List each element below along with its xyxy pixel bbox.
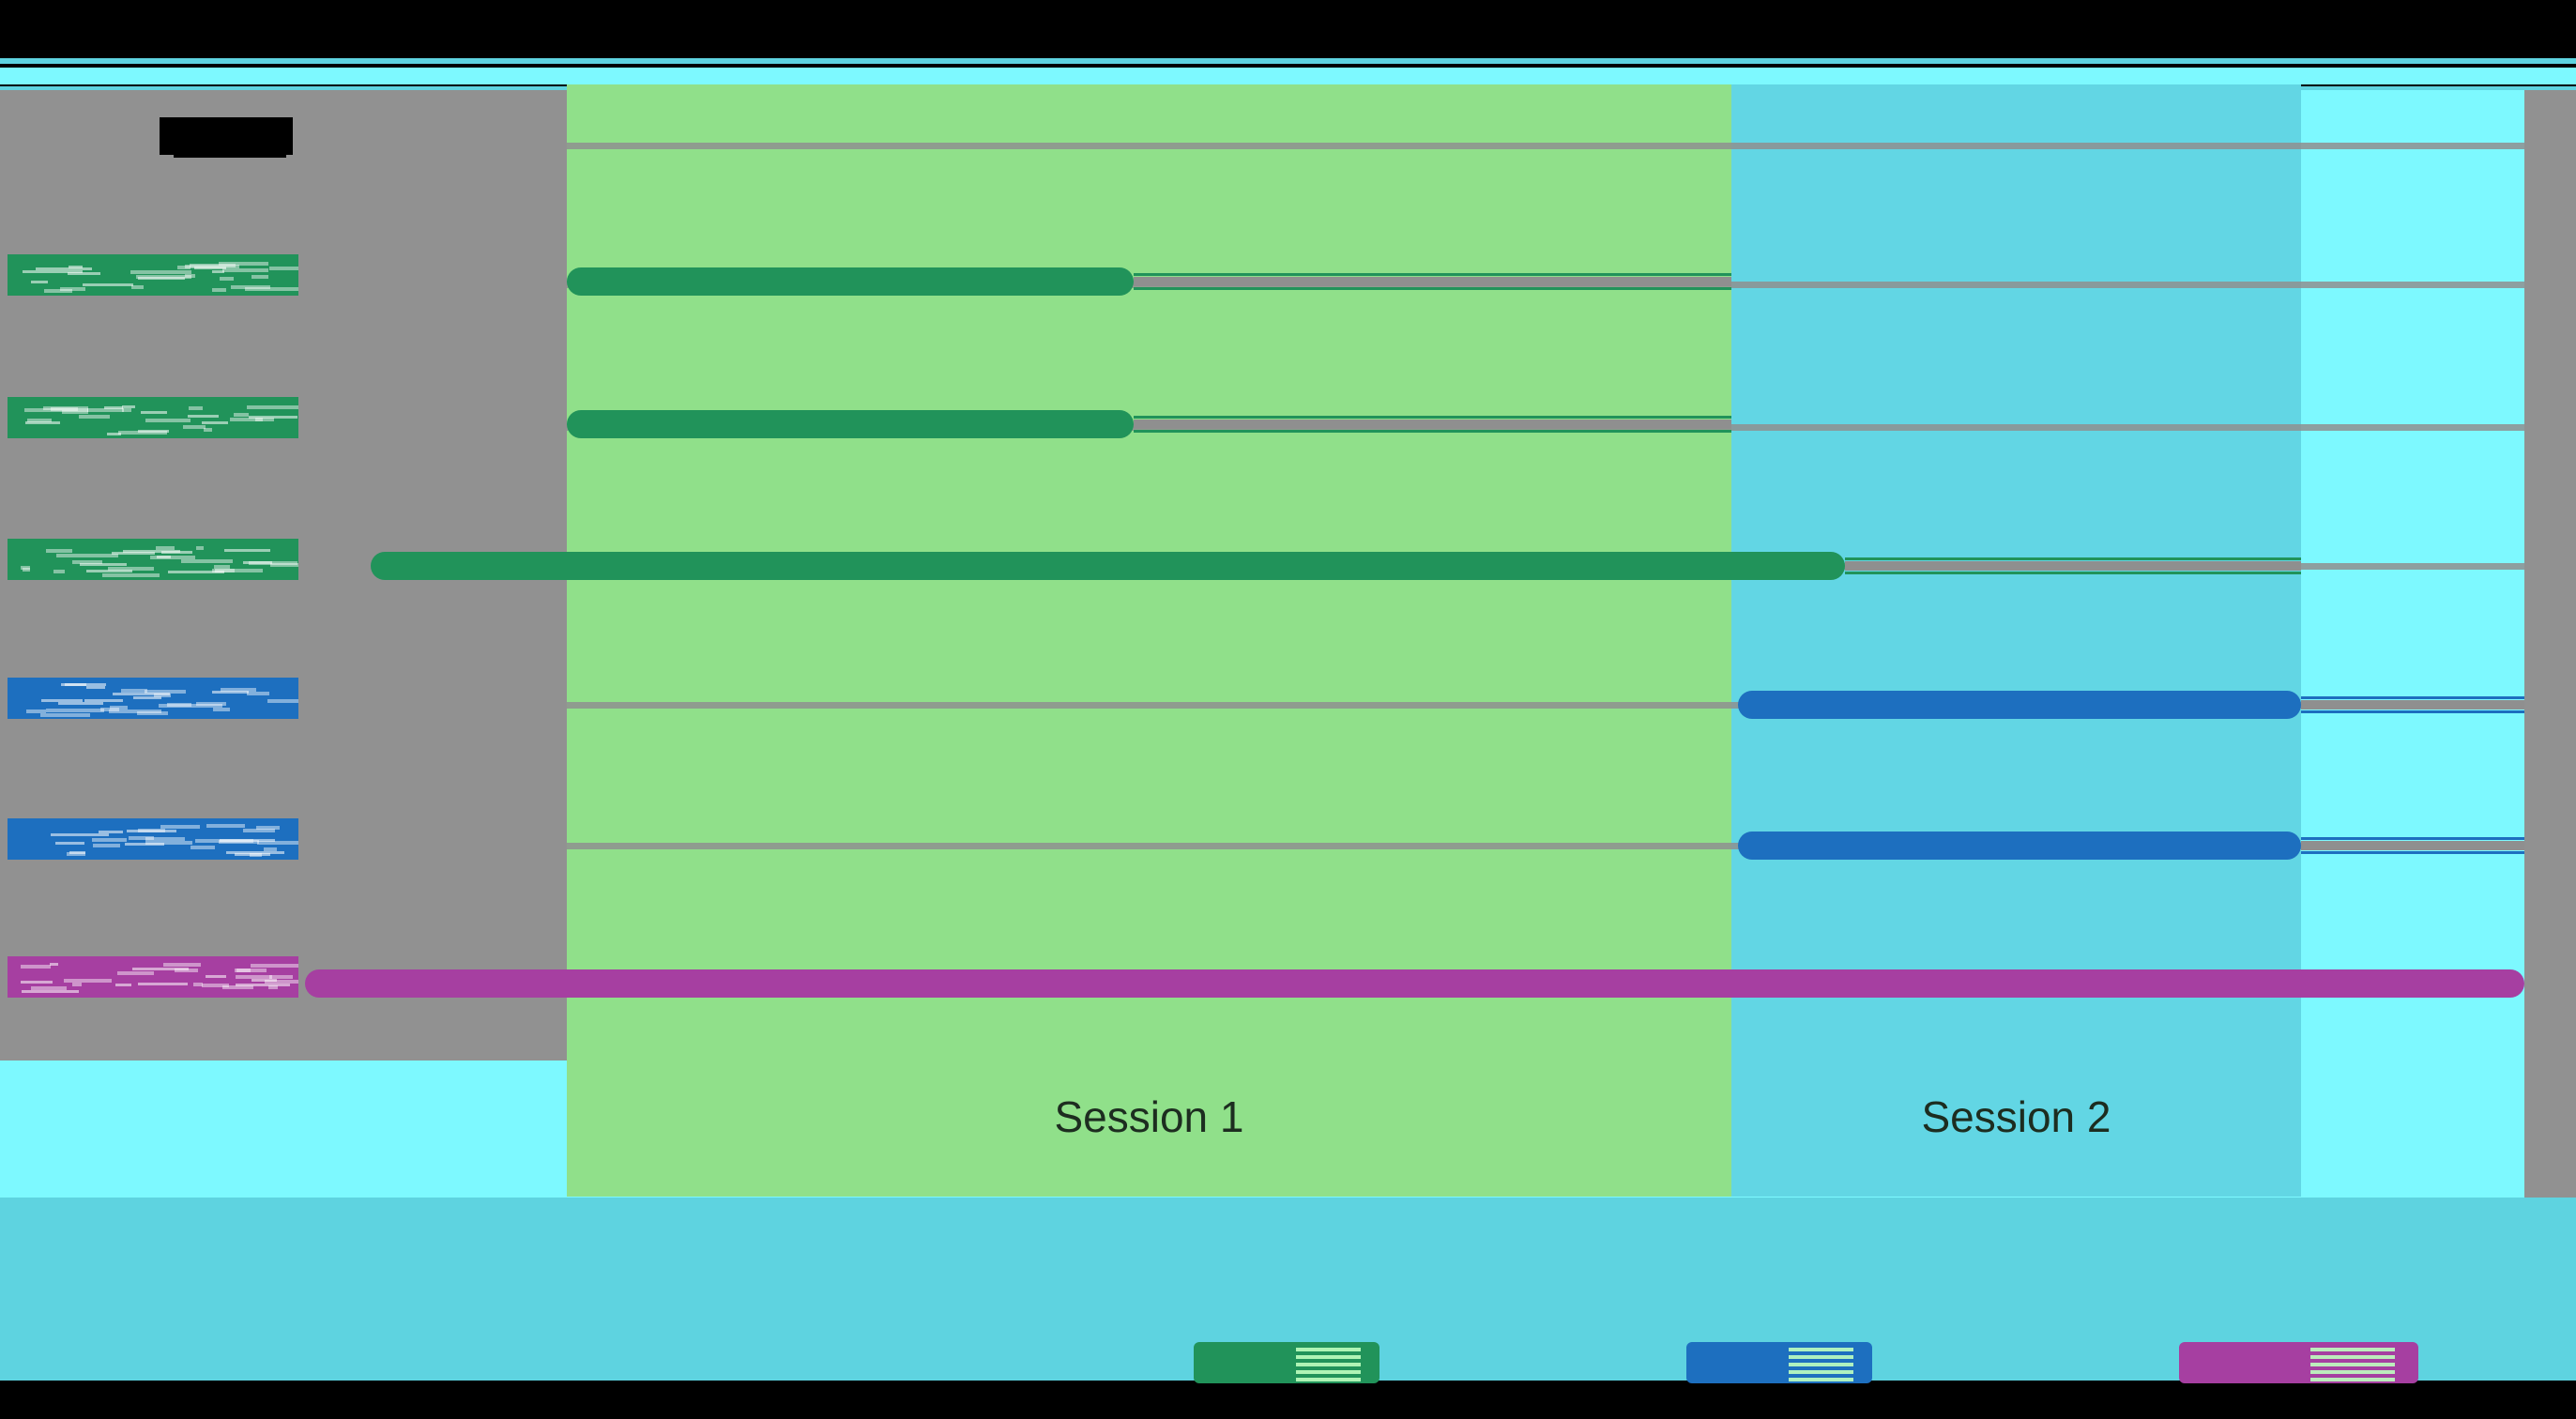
legend-blue[interactable] (1686, 1342, 1872, 1383)
redacted-text-glyphs (8, 254, 298, 296)
redacted-text-glyphs (8, 818, 298, 860)
right-gutter (2524, 90, 2576, 1198)
legend-green[interactable] (1194, 1342, 1379, 1383)
legend-redaction-hatch (1296, 1363, 1361, 1366)
task-bar[interactable] (371, 552, 1845, 580)
connector-edge-bottom (2301, 851, 2524, 854)
legend-redaction-hatch (1789, 1363, 1853, 1366)
legend-magenta[interactable] (2179, 1342, 2418, 1383)
legend-redaction-hatch (2310, 1378, 2394, 1381)
legend-redaction-hatch (1789, 1378, 1853, 1381)
row-green-1[interactable] (0, 267, 2576, 296)
task-bar[interactable] (1738, 691, 2301, 719)
row-blue-1-label-chip (8, 678, 298, 719)
legend-redaction-hatch (1789, 1348, 1853, 1351)
legend-redaction-hatch (1296, 1378, 1361, 1381)
session-band-1 (567, 84, 1731, 1197)
legend-redaction-hatch (1789, 1370, 1853, 1374)
task-connector (1845, 561, 2301, 571)
connector-edge-bottom (1134, 430, 1731, 433)
redacted-text-glyphs (8, 956, 298, 998)
row-green-2-label-chip (8, 397, 298, 438)
connector-edge-top (1845, 557, 2301, 560)
legend-redaction-hatch (1296, 1355, 1361, 1359)
row-green-2[interactable] (0, 410, 2576, 438)
legend-redaction-hatch (1789, 1355, 1853, 1359)
legend-redaction-hatch (1296, 1348, 1361, 1351)
top-accent-band-thin (0, 58, 2576, 64)
task-bar[interactable] (567, 410, 1134, 438)
chart-title-redaction (160, 117, 293, 155)
redacted-text-glyphs (8, 397, 298, 438)
connector-edge-bottom (2301, 710, 2524, 713)
chart-title-redaction-tail (174, 150, 286, 158)
connector-edge-top (2301, 696, 2524, 699)
connector-edge-bottom (1845, 572, 2301, 574)
gridline-0 (567, 143, 2524, 149)
legend-redaction-hatch (2310, 1355, 2394, 1359)
task-bar[interactable] (567, 267, 1134, 296)
row-green-1-label-chip (8, 254, 298, 296)
session-band-2 (1731, 84, 2301, 1197)
row-magenta-label-chip (8, 956, 298, 998)
legend-redaction-hatch (2310, 1363, 2394, 1366)
task-bar[interactable] (1738, 832, 2301, 860)
row-blue-1[interactable] (0, 691, 2576, 719)
row-magenta[interactable] (0, 969, 2576, 998)
session-1-label: Session 1 (567, 1089, 1731, 1145)
task-connector (2301, 700, 2524, 710)
task-connector (1134, 277, 1731, 286)
legend-redaction-hatch (1296, 1370, 1361, 1374)
connector-edge-bottom (1134, 287, 1731, 290)
connector-edge-top (2301, 837, 2524, 840)
row-blue-2[interactable] (0, 832, 2576, 860)
redacted-text-glyphs (8, 539, 298, 580)
row-blue-2-label-chip (8, 818, 298, 860)
legend-redaction-hatch (2310, 1370, 2394, 1374)
task-bar[interactable] (305, 969, 2524, 998)
redacted-text-glyphs (8, 678, 298, 719)
top-accent-band-thick (0, 68, 2576, 84)
task-connector (1134, 420, 1731, 429)
connector-edge-top (1134, 273, 1731, 276)
legend-redaction-hatch (2310, 1348, 2394, 1351)
row-green-3[interactable] (0, 552, 2576, 580)
row-green-3-label-chip (8, 539, 298, 580)
session-2-label: Session 2 (1731, 1089, 2301, 1145)
connector-edge-top (1134, 416, 1731, 419)
task-connector (2301, 841, 2524, 850)
